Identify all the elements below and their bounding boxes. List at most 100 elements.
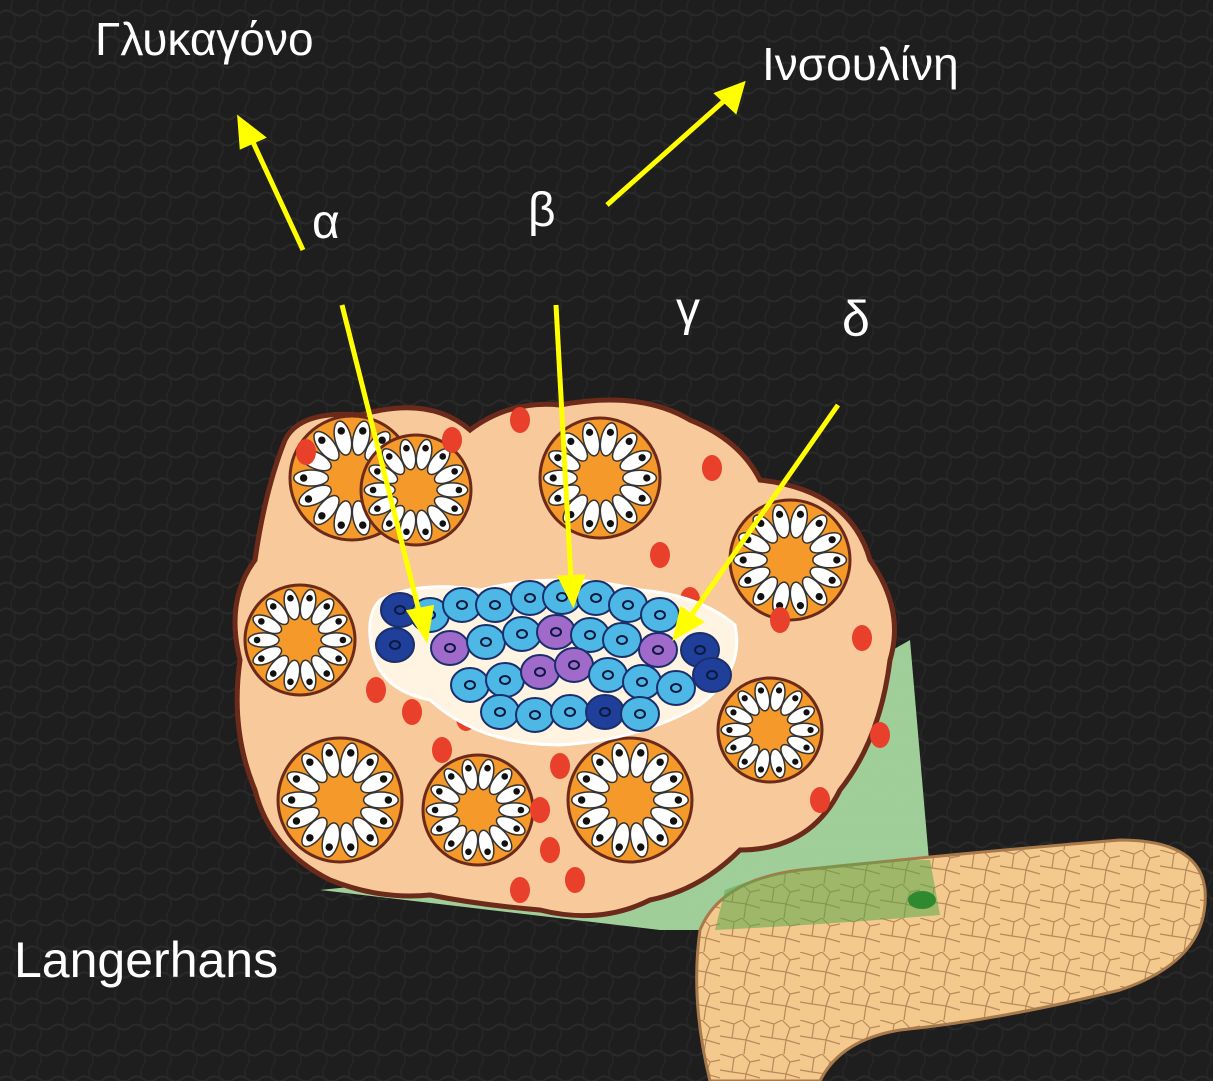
acinar-nucleus: [338, 427, 345, 434]
acinar-nucleus: [501, 773, 508, 780]
acinar-nucleus: [439, 453, 446, 460]
acinar-cell: [813, 552, 847, 568]
acinar-nucleus: [758, 766, 764, 772]
acinar-nucleus: [258, 618, 265, 625]
acinar-cell: [790, 723, 819, 737]
delta-cell: [521, 655, 559, 689]
acinar-cell: [248, 633, 279, 647]
acinar-nucleus: [616, 843, 623, 850]
red-blood-cell: [530, 797, 550, 823]
acinar-nucleus: [596, 758, 603, 765]
acinar-nucleus: [776, 687, 782, 693]
beta-cell: [657, 671, 695, 705]
acinar-nucleus: [583, 775, 590, 782]
acinar-nucleus: [626, 511, 633, 518]
acinar-nucleus: [816, 593, 823, 600]
acinar-nucleus: [637, 843, 644, 850]
acinar-cell: [437, 483, 468, 497]
red-blood-cell: [852, 625, 872, 651]
acinar-nucleus: [586, 520, 593, 527]
acinar-nucleus: [740, 556, 747, 563]
acinar-nucleus: [742, 759, 748, 765]
red-blood-cell: [550, 753, 570, 779]
red-blood-cell: [402, 699, 422, 725]
acinar-nucleus: [293, 817, 300, 824]
acinar-nucleus: [403, 445, 410, 452]
acinar-nucleus: [643, 474, 650, 481]
acinar-nucleus: [288, 796, 295, 803]
acinar-nucleus: [730, 709, 736, 715]
acinar-nucleus: [436, 825, 443, 832]
acinar-nucleus: [518, 807, 525, 814]
acinar-nucleus: [287, 679, 294, 686]
acinar-nucleus: [306, 758, 313, 765]
acinar-nucleus: [300, 474, 307, 481]
acinus-lumen: [773, 548, 807, 572]
acinar-cell: [544, 470, 578, 486]
acinar-nucleus: [270, 670, 277, 677]
acinus: [568, 738, 692, 862]
acinar-nucleus: [596, 834, 603, 841]
label-delta: δ: [842, 291, 870, 347]
acinar-nucleus: [318, 512, 325, 519]
acinus-lumen: [323, 788, 358, 813]
label-glucagon: Γλυκαγόνο: [95, 13, 314, 65]
acinus: [245, 585, 355, 695]
beta-cell: [503, 617, 541, 651]
label-insulin: Ινσουλίνη: [762, 38, 959, 90]
acinar-nucleus: [803, 744, 809, 750]
acinar-nucleus: [422, 445, 429, 452]
acinar-nucleus: [326, 749, 333, 756]
acinar-nucleus: [335, 618, 342, 625]
acinar-nucleus: [359, 427, 366, 434]
acinar-nucleus: [776, 766, 782, 772]
label-gamma: γ: [676, 283, 700, 336]
delta-cell: [537, 615, 575, 649]
acinar-nucleus: [270, 603, 277, 610]
acinar-nucleus: [670, 817, 677, 824]
acinar-nucleus: [797, 602, 804, 609]
acinar-nucleus: [675, 796, 682, 803]
acinar-nucleus: [829, 577, 836, 584]
acinar-nucleus: [656, 834, 663, 841]
acinar-nucleus: [380, 775, 387, 782]
acinar-nucleus: [578, 796, 585, 803]
acinar-nucleus: [366, 758, 373, 765]
acinar-nucleus: [451, 468, 458, 475]
acinar-cell: [499, 803, 530, 817]
beta-cell: [476, 588, 514, 622]
beta-cell: [603, 623, 641, 657]
red-blood-cell: [432, 737, 452, 763]
acinar-nucleus: [293, 775, 300, 782]
acinar-cell: [364, 792, 399, 808]
acinar-nucleus: [432, 807, 439, 814]
acinar-nucleus: [607, 429, 614, 436]
red-blood-cell: [702, 455, 722, 481]
acinar-nucleus: [374, 505, 381, 512]
acinar-cell: [426, 803, 457, 817]
red-blood-cell: [870, 722, 890, 748]
acinus-lumen: [755, 720, 784, 741]
beta-cell: [551, 695, 589, 729]
acinar-nucleus: [306, 679, 313, 686]
alpha-cell: [376, 628, 414, 662]
acinar-nucleus: [386, 453, 393, 460]
acinar-nucleus: [829, 536, 836, 543]
red-blood-cell: [442, 427, 462, 453]
acinar-cell: [321, 633, 352, 647]
acinar-nucleus: [567, 438, 574, 445]
acinar-nucleus: [639, 495, 646, 502]
acinus: [718, 678, 822, 782]
acinar-nucleus: [326, 843, 333, 850]
acinar-nucleus: [742, 695, 748, 701]
beta-cell: [451, 668, 489, 702]
acinar-nucleus: [335, 655, 342, 662]
red-blood-cell: [366, 677, 386, 703]
acinar-nucleus: [758, 687, 764, 693]
acinar-nucleus: [616, 749, 623, 756]
acinar-nucleus: [554, 454, 561, 461]
acinar-nucleus: [347, 749, 354, 756]
acinar-nucleus: [306, 595, 313, 602]
